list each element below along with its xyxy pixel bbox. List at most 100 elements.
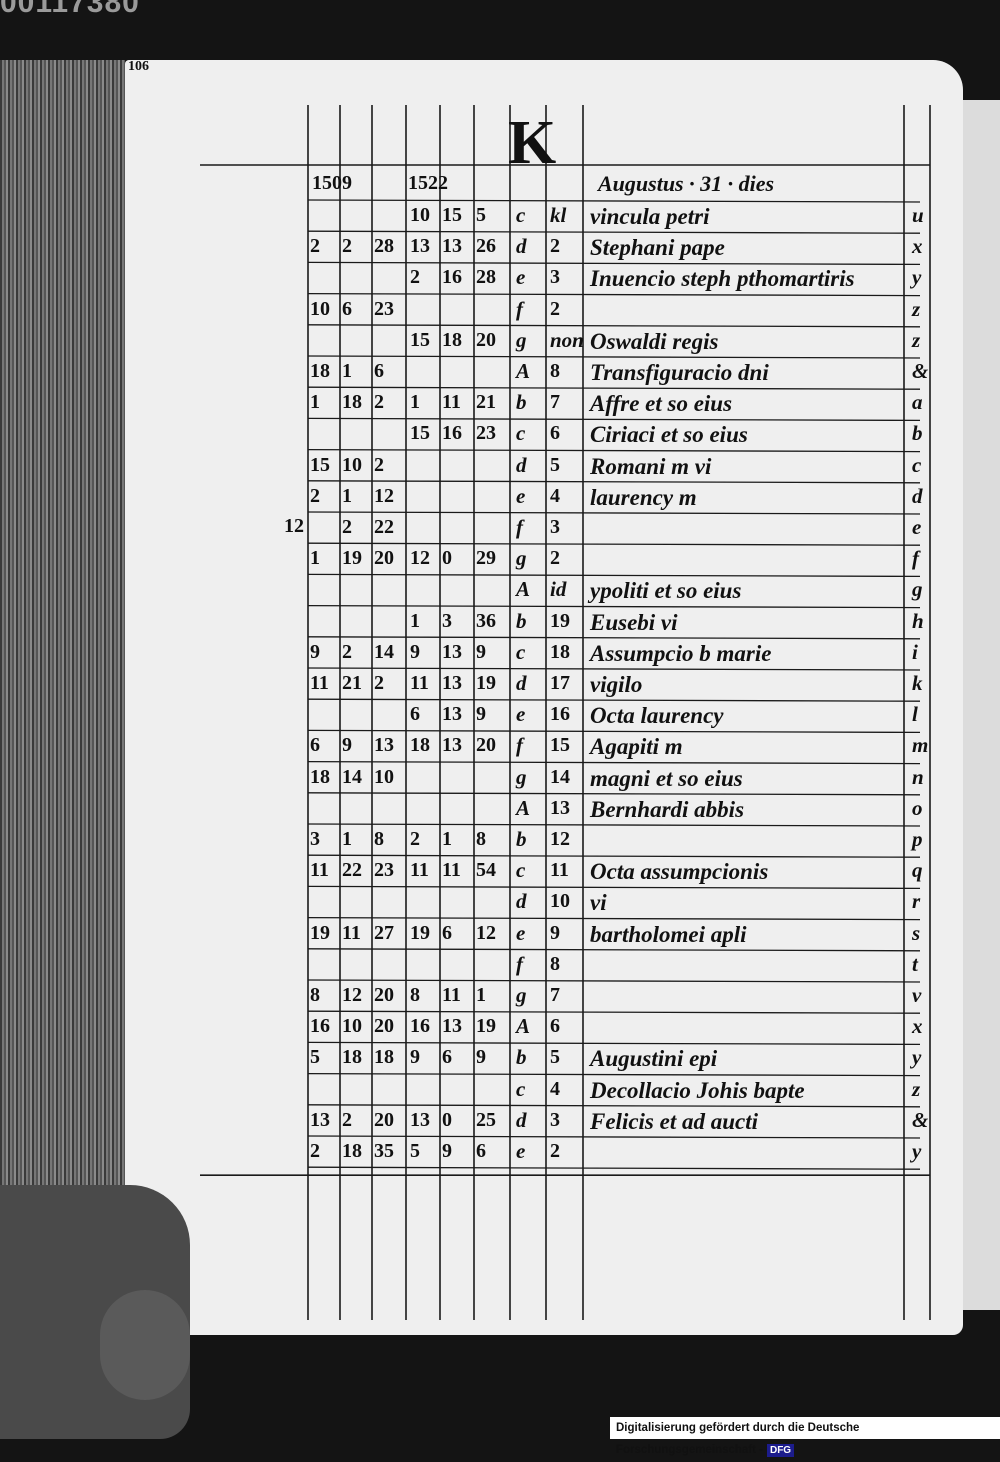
dominical-letter: A [516,577,531,602]
dominical-letter: A [516,359,531,383]
cycle-hour: 12 [342,984,362,1006]
cycle2-number: 1 [410,609,420,632]
margin-letter: z [912,1076,921,1101]
cycle2-hour: 16 [442,422,462,445]
margin-letter: p [912,827,923,851]
feast-name: Augustini epi [590,1046,718,1072]
cycle-hour: 18 [342,391,362,414]
row-rule [307,885,921,890]
cycle2-hour: 18 [442,328,462,351]
header-year: 1509 [312,172,352,194]
cycle-minute: 13 [374,734,394,757]
row-rule [307,542,921,546]
golden-number: 5 [310,1046,320,1069]
cycle2-minute: 23 [476,422,496,445]
cycle2-number: 6 [410,703,420,726]
cycle2-number: 13 [410,235,430,258]
feast-name: Oswaldi regis [590,328,719,354]
cycle2-hour: 13 [442,640,462,663]
golden-number: 19 [310,921,330,944]
cycle2-number: 9 [410,1046,420,1069]
cycle2-number: 13 [410,1108,430,1131]
feast-name: Decollacio Johis bapte [590,1077,805,1103]
dominical-letter: d [516,452,527,477]
cycle-minute: 35 [374,1140,394,1162]
golden-number: 11 [310,672,329,694]
cycle2-hour: 13 [442,672,462,694]
row-rule [307,636,921,640]
cycle2-hour: 9 [442,1140,452,1162]
cycle-minute: 18 [374,1046,394,1069]
feast-name: Affre et so eius [590,391,733,417]
cycle-hour: 14 [342,765,362,788]
cycle2-minute: 26 [476,235,496,258]
roman-day: 3 [550,1108,560,1131]
feast-name: Octa laurency [590,703,724,729]
golden-number: 15 [310,453,330,476]
cycle2-number: 18 [410,734,430,757]
margin-letter: b [912,421,923,446]
margin-letter: x [912,234,923,259]
margin-letter: q [912,858,923,883]
cycle2-minute: 36 [476,609,496,632]
roman-day: 3 [550,266,560,289]
cycle2-minute: 54 [476,859,496,882]
cycle-minute: 20 [374,1015,394,1038]
cycle2-number: 16 [410,1015,430,1038]
row-rule [307,1041,921,1046]
row-rule [307,760,921,765]
cycle2-number: 15 [410,328,430,351]
roman-day: 6 [550,1015,560,1038]
cycle-minute: 23 [374,859,394,882]
row-rule [307,480,921,484]
golden-number: 2 [310,235,320,258]
cycle-minute: 20 [374,984,394,1006]
dominical-letter: f [516,296,523,321]
cycle-minute: 10 [374,765,394,788]
cycle-hour: 2 [342,516,352,538]
margin-letter: & [912,1107,929,1132]
cycle2-hour: 13 [442,1015,462,1038]
feast-name: bartholomei apli [590,921,747,947]
header-year: 1522 [408,172,448,194]
cycle2-minute: 5 [476,204,486,226]
cycle-minute: 22 [374,516,394,538]
roman-day: 14 [550,765,570,788]
dominical-letter: g [516,546,527,571]
feast-name: Agapiti m [590,734,683,760]
cycle2-number: 11 [410,672,429,694]
roman-day: 19 [550,609,570,632]
roman-day: 5 [550,453,560,476]
cycle2-minute: 12 [476,921,496,944]
cycle-minute: 20 [374,547,394,570]
row-rule [307,292,921,297]
cycle-minute: 6 [374,360,384,382]
margin-letter: d [912,483,923,508]
cycle2-minute: 19 [476,1015,496,1038]
margin-letter: l [912,702,918,727]
page-mark: 106 [128,59,149,74]
roman-day: 2 [550,297,560,320]
cycle2-hour: 0 [442,1108,452,1131]
cycle-hour: 19 [342,547,362,570]
cycle2-hour: 0 [442,547,452,570]
margin-letter: x [912,1014,923,1039]
dominical-letter: d [516,671,527,695]
dominical-letter: c [516,1076,526,1101]
roman-day: 6 [550,422,560,445]
row-rule [307,511,921,515]
dominical-letter: f [516,515,523,539]
margin-letter: z [912,296,921,321]
feast-name: Romani m vi [590,453,712,479]
row-rule [307,448,921,453]
dominical-letter: g [516,764,527,789]
golden-number: 3 [310,828,320,850]
dfg-logo: DFG [766,1444,795,1457]
margin-letter: z [912,327,921,352]
dominical-letter: b [516,608,527,633]
margin-note: 12 [284,515,304,537]
feast-name: vincula petri [590,204,710,229]
cycle2-number: 10 [410,204,430,226]
roman-day: 18 [550,640,570,663]
cycle2-hour: 1 [442,828,452,850]
